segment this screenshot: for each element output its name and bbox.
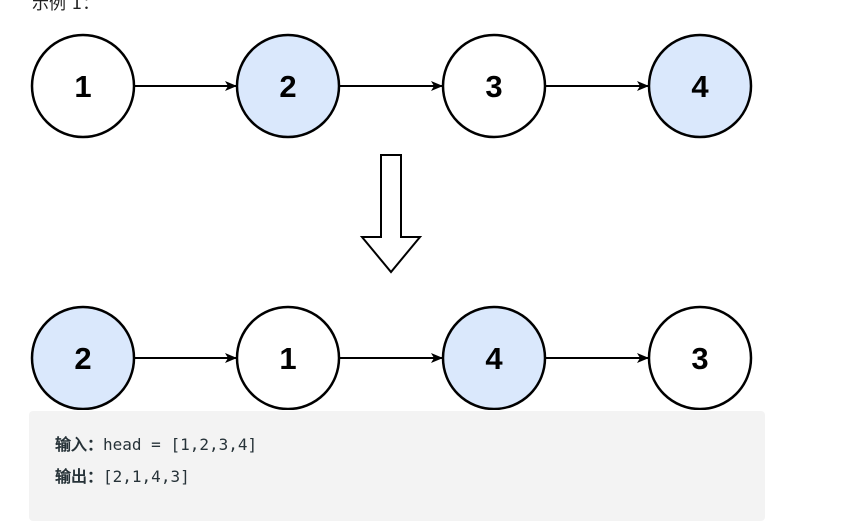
linked-list-swap-diagram: 1 2 3 4 2 1 4 3 xyxy=(30,33,753,410)
node-label: 1 xyxy=(279,341,296,376)
node-label: 4 xyxy=(691,69,709,104)
node-circle xyxy=(441,305,547,410)
node-circle xyxy=(235,33,341,139)
example-code-block: 输入：head = [1,2,3,4] 输出：[2,1,4,3] xyxy=(29,411,765,521)
node-circle xyxy=(30,305,136,410)
node-label: 3 xyxy=(691,341,708,376)
list-node-after: 1 xyxy=(235,305,341,410)
output-line: 输出：[2,1,4,3] xyxy=(55,463,190,487)
list-node-before: 3 xyxy=(441,33,547,139)
node-circle xyxy=(647,33,753,139)
input-value: head = [1,2,3,4] xyxy=(103,435,258,454)
list-node-after: 2 xyxy=(30,305,136,410)
node-label: 1 xyxy=(74,69,91,104)
output-value: [2,1,4,3] xyxy=(103,467,190,486)
list-node-before: 4 xyxy=(647,33,753,139)
list-node-before: 1 xyxy=(30,33,136,139)
list-node-after: 3 xyxy=(647,305,753,410)
example-caption: 示例 1： xyxy=(32,0,100,14)
node-label: 3 xyxy=(485,69,502,104)
input-label: 输入： xyxy=(55,435,104,454)
node-label: 4 xyxy=(485,341,503,376)
transform-down-arrow-icon xyxy=(359,154,423,274)
node-circle xyxy=(235,305,341,410)
node-label: 2 xyxy=(279,69,296,104)
output-label: 输出： xyxy=(55,467,104,486)
node-circle xyxy=(647,305,753,410)
node-label: 2 xyxy=(74,341,91,376)
input-line: 输入：head = [1,2,3,4] xyxy=(55,431,257,455)
list-node-after: 4 xyxy=(441,305,547,410)
node-circle xyxy=(441,33,547,139)
list-node-before: 2 xyxy=(235,33,341,139)
node-circle xyxy=(30,33,136,139)
